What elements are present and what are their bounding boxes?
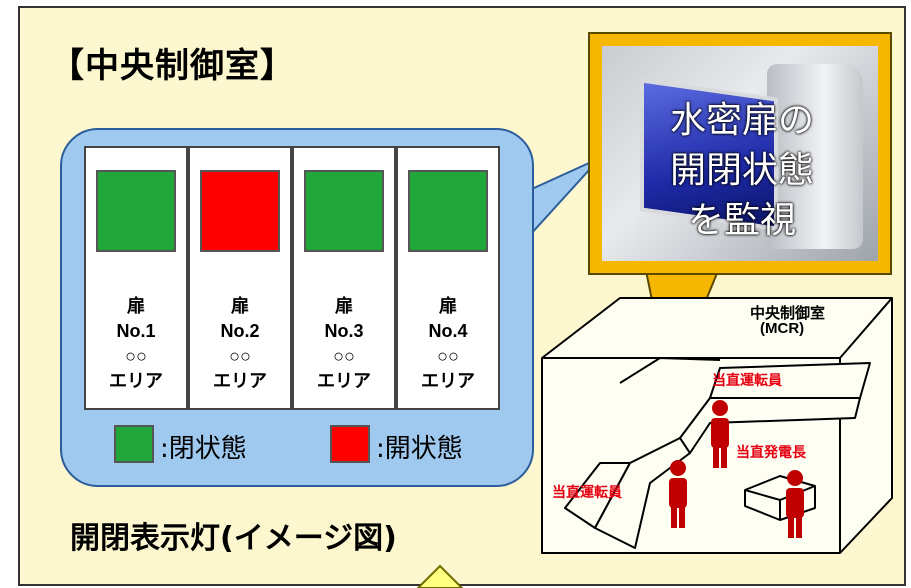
door-number: No.4 [428, 321, 468, 341]
door-mark: ○○ [125, 346, 147, 366]
door-lamp-4 [408, 170, 488, 252]
indicator-bubble: 扉 No.1 ○○ エリア 扉 No.2 ○○ エリア 扉 No.3 ○○ エリ… [60, 128, 534, 487]
diagram-caption: 開閉表示灯(イメージ図) [70, 521, 397, 556]
door-mark: ○○ [229, 346, 251, 366]
door-label: 扉 [439, 296, 457, 316]
door-number: No.2 [220, 321, 260, 341]
legend-swatch-closed [114, 425, 154, 463]
legend-label-open: :開状態 [376, 434, 463, 464]
room-abbr: (MCR) [760, 320, 805, 337]
page-title: 【中央制御室】 [50, 46, 295, 86]
staff-label-operator-2: 当直運転員 [552, 484, 622, 500]
door-label: 扉 [231, 296, 249, 316]
door-label: 扉 [127, 296, 145, 316]
door-label: 扉 [335, 296, 353, 316]
monitor-caption: 水密扉の 開閉状態 を監視 [642, 96, 842, 246]
door-area: エリア [109, 371, 163, 391]
door-panel-1: 扉 No.1 ○○ エリア [84, 146, 188, 410]
staff-label-shift-supervisor: 当直発電長 [736, 444, 806, 460]
room-title: 中央制御室 [750, 305, 826, 322]
legend-swatch-open [330, 425, 370, 463]
door-mark: ○○ [333, 346, 355, 366]
door-area: エリア [213, 371, 267, 391]
door-lamp-2 [200, 170, 280, 252]
door-number: No.1 [116, 321, 156, 341]
monitor-caption-line: 水密扉の [669, 100, 814, 141]
control-room-panel: 【中央制御室】 扉 No.1 ○○ エリア 扉 No.2 ○○ エリア [18, 6, 906, 588]
door-panel-3: 扉 No.3 ○○ エリア [292, 146, 396, 410]
staff-label-operator-1: 当直運転員 [712, 372, 782, 388]
monitor-photo: 水密扉の 開閉状態 を監視 [602, 46, 878, 261]
door-lamp-3 [304, 170, 384, 252]
door-area: エリア [421, 371, 475, 391]
door-mark: ○○ [437, 346, 459, 366]
door-area: エリア [317, 371, 371, 391]
door-panel-2: 扉 No.2 ○○ エリア [188, 146, 292, 410]
legend-label-closed: :閉状態 [160, 434, 247, 464]
bottom-arrow [416, 564, 464, 588]
monitor-caption-line: 開閉状態 [669, 150, 814, 191]
pc-tower [767, 64, 863, 249]
control-room-drawing [541, 297, 893, 554]
door-panel-4: 扉 No.4 ○○ エリア [396, 146, 500, 410]
door-number: No.3 [324, 321, 364, 341]
door-lamp-1 [96, 170, 176, 252]
monitor-frame: 水密扉の 開閉状態 を監視 [588, 32, 892, 275]
monitor-caption-line: を監視 [687, 200, 796, 241]
